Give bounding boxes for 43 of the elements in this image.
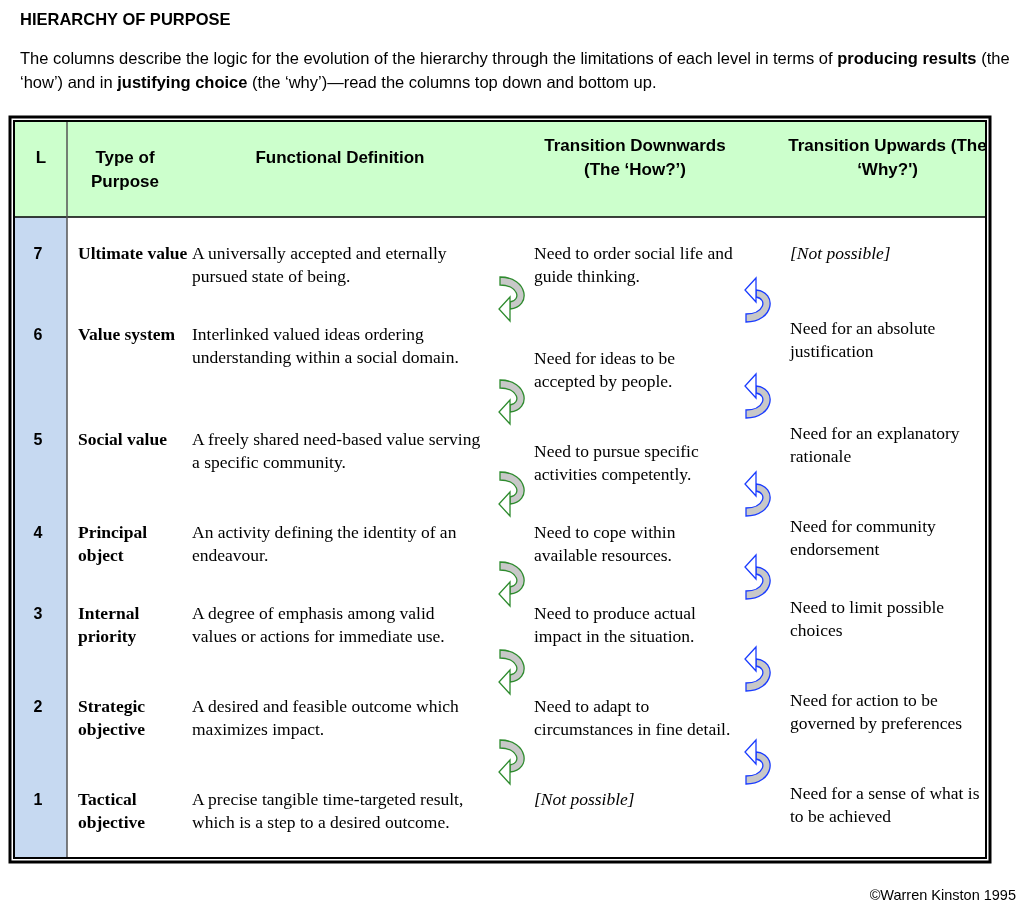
definition-text: A degree of emphasis among valid values or actions for immediate use. xyxy=(192,602,446,648)
transition-up-text: Need for community endorsement xyxy=(790,515,937,561)
transition-down-text: Need for ideas to be accepted by people. xyxy=(534,347,676,393)
transition-down-text: Need to produce actual impact in the situation. xyxy=(534,602,697,648)
transition-down-text: Need to adapt to circumstances in fine detail. xyxy=(534,695,732,741)
title: HIERARCHY OF PURPOSE xyxy=(20,10,231,29)
level-number: 6 xyxy=(32,325,44,345)
level-number: 1 xyxy=(32,790,44,810)
purpose-type: Tactical objective xyxy=(78,788,147,834)
purpose-type: Principal object xyxy=(78,521,149,567)
transition-up-text: Need for a sense of what is to be achieved xyxy=(790,782,981,828)
definition-text: Interlinked valued ideas ordering understanding within a social domain. xyxy=(192,323,460,369)
level-number: 2 xyxy=(32,697,44,717)
definition-text: An activity defining the identity of an endeavour. xyxy=(192,521,458,567)
transition-up-text: [Not possible] xyxy=(790,242,892,265)
intro-text: The columns describe the logic for the evolution of the hierarchy through the limitations of each level in terms of producing results (the ‘how’) and in justifying choice (the ‘why’)—read the columns top down and bottom up. xyxy=(20,48,1010,93)
purpose-type: Strategic objective xyxy=(78,695,147,741)
level-number: 7 xyxy=(32,244,44,264)
transition-up-text: Need for an explanatory rationale xyxy=(790,422,961,468)
level-number: 4 xyxy=(32,523,44,543)
level-number: 3 xyxy=(32,604,44,624)
definition-text: A desired and feasible outcome which maximizes impact. xyxy=(192,695,460,741)
transition-down-text: Need to cope within available resources. xyxy=(534,521,677,567)
column-header: Transition Downwards (The ‘How?’) xyxy=(543,135,727,181)
column-header: Transition Upwards (The ‘Why?') xyxy=(787,135,988,181)
column-header: L xyxy=(34,147,48,169)
level-number: 5 xyxy=(32,430,44,450)
definition-text: A precise tangible time-targeted result, which is a step to a desired outcome. xyxy=(192,788,465,834)
purpose-type: Ultimate value xyxy=(78,242,188,265)
transition-up-text: Need to limit possible choices xyxy=(790,596,946,642)
copyright-note: ©Warren Kinston 1995 xyxy=(868,887,1016,903)
transition-up-text: Need for an absolute justification xyxy=(790,317,937,363)
definition-text: A freely shared need-based value serving a specific community. xyxy=(192,428,482,474)
transition-down-text: [Not possible] xyxy=(534,788,636,811)
purpose-type: Social value xyxy=(78,428,168,451)
purpose-type: Internal priority xyxy=(78,602,141,648)
column-header: Type of Purpose xyxy=(90,147,160,193)
transition-down-text: Need to pursue specific activities competently. xyxy=(534,440,700,486)
purpose-type: Value system xyxy=(78,323,177,346)
definition-text: A universally accepted and eternally pursued state of being. xyxy=(192,242,448,288)
transition-down-text: Need to order social life and guide thinking. xyxy=(534,242,734,288)
column-header: Functional Definition xyxy=(254,147,426,169)
transition-up-text: Need for action to be governed by preferences xyxy=(790,689,963,735)
